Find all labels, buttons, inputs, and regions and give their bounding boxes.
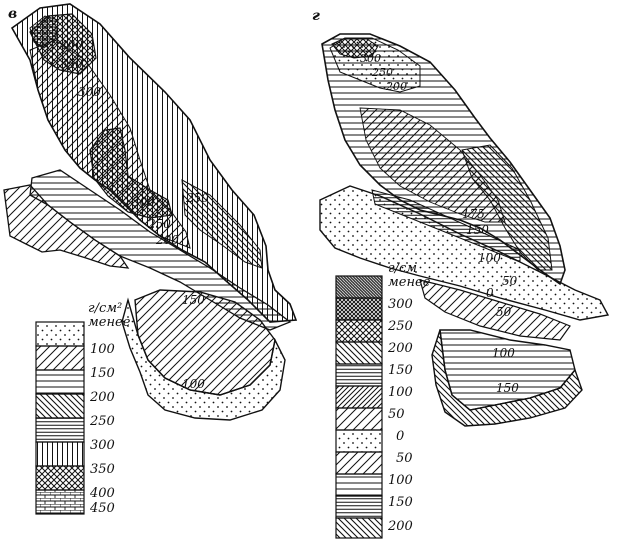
left-legend-swatch-6 <box>35 465 85 491</box>
left-legend-label-5: 350 <box>90 462 115 477</box>
right-legend-label-8: 100 <box>388 473 413 488</box>
left-legend-swatch-2 <box>35 369 85 395</box>
right-legend-swatch-5 <box>335 385 383 409</box>
left-lowland-diag <box>3 184 130 269</box>
right-label-175: 175 <box>462 207 485 221</box>
right-legend-label-4: 100 <box>388 385 413 400</box>
left-ridge-crest-dense <box>29 15 59 49</box>
right-label-50-b: 50 <box>496 305 512 319</box>
right-legend-label-0: 300 <box>388 297 413 312</box>
left-map <box>3 3 298 421</box>
left-legend-label-3: 250 <box>89 414 115 429</box>
left-label-350: 350 <box>60 57 83 71</box>
left-label-250-b: 250 <box>147 217 171 231</box>
left-legend-label-2: 200 <box>89 390 115 405</box>
right-legend-label-3: 150 <box>388 363 413 378</box>
right-legend-swatch-3 <box>335 341 383 365</box>
right-label-0: 0 <box>486 286 494 300</box>
right-label-100: 100 <box>478 251 501 265</box>
right-map-labels: 300 250 200 175 150 100 50 0 50 100 150 <box>360 52 519 395</box>
right-legend-swatch-10 <box>335 495 383 519</box>
left-legend-label-4: 300 <box>90 438 115 453</box>
right-label-300: 300 <box>360 52 381 65</box>
left-map-labels: 400 350 300 300 250 250 200 150 100 <box>59 38 209 391</box>
right-label-150: 150 <box>466 223 489 237</box>
right-legend-swatch-11 <box>335 517 383 539</box>
right-label-150-b: 150 <box>496 381 519 395</box>
right-legend-swatch-9 <box>335 473 383 497</box>
right-legend-label-7: 50 <box>396 451 413 466</box>
left-legend-label-1: 150 <box>90 366 115 381</box>
right-label-100-b: 100 <box>492 346 515 360</box>
left-legend-swatch-1 <box>35 345 85 371</box>
left-legend-swatch-3 <box>35 393 85 419</box>
right-label-250: 250 <box>371 66 393 79</box>
left-legend-swatch-0 <box>35 321 85 347</box>
right-ridge-top-cross <box>331 37 379 59</box>
left-label-300-b: 300 <box>132 195 155 209</box>
right-legend-swatch-0 <box>335 275 383 299</box>
left-panel-letter: в <box>8 6 17 22</box>
left-legend-swatch-5 <box>35 441 85 467</box>
right-legend-label-1: 250 <box>387 319 413 334</box>
right-legend-swatch-6 <box>335 407 383 431</box>
right-legend-less: менее <box>388 275 431 290</box>
right-label-50-a: 50 <box>502 274 518 288</box>
right-legend-swatch-4 <box>335 363 383 387</box>
left-ridge-band-back <box>181 179 263 269</box>
left-legend: г/см² менее 100 150 200 250 300 350 400 … <box>35 301 131 516</box>
left-label-200: 200 <box>155 233 179 247</box>
left-label-100: 100 <box>182 377 205 391</box>
left-legend-unit: г/см² <box>88 301 122 316</box>
left-legend-label-6: 400 <box>89 486 115 501</box>
right-legend-label-10: 200 <box>387 519 413 534</box>
right-legend-swatch-2 <box>335 319 383 343</box>
right-legend-swatch-1 <box>335 297 383 321</box>
left-label-150: 150 <box>182 293 205 307</box>
right-legend-unit: г/см <box>388 261 417 276</box>
right-legend: г/см менее 300 250 200 150 100 50 0 50 1… <box>335 261 431 539</box>
left-ridge-spot-cross <box>89 127 173 219</box>
right-legend-label-2: 200 <box>387 341 413 356</box>
left-basin-dots <box>121 297 286 421</box>
right-band-horiz <box>371 189 521 263</box>
right-legend-swatch-7 <box>335 429 383 453</box>
right-legend-swatch-8 <box>335 451 383 475</box>
left-legend-swatch-7 <box>35 489 85 515</box>
right-legend-label-9: 150 <box>388 495 413 510</box>
left-label-250-a: 250 <box>185 191 209 205</box>
right-panel-letter: г <box>312 8 320 24</box>
right-band-diag <box>419 279 571 341</box>
left-legend-label-7: 450 <box>89 501 115 516</box>
right-basin-back <box>431 329 583 427</box>
right-map <box>319 33 610 427</box>
right-ridge-back <box>461 144 553 271</box>
left-legend-swatch-4 <box>35 417 85 443</box>
left-label-400: 400 <box>59 38 83 52</box>
left-label-300: 300 <box>78 85 101 99</box>
right-legend-label-6: 0 <box>396 429 404 444</box>
right-label-200: 200 <box>385 80 407 93</box>
right-ridge-diag <box>359 107 506 223</box>
left-legend-label-0: 100 <box>90 342 115 357</box>
left-legend-less: менее <box>88 315 131 330</box>
right-legend-label-5: 50 <box>388 407 405 422</box>
